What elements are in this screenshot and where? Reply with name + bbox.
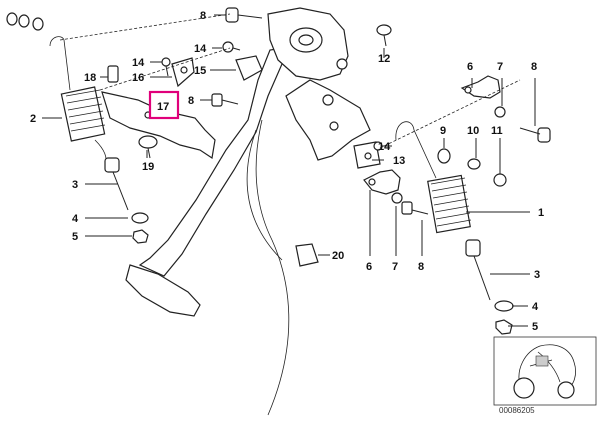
callout-18: 18 [84,72,96,84]
brake-pedal-arm [138,47,285,277]
block-15 [235,55,263,81]
bolt-12 [376,24,392,47]
callout-7-lower: 7 [392,261,398,273]
callout-6-top: 6 [467,61,473,73]
callout-3-left: 3 [72,179,78,191]
callout-13: 13 [393,155,405,167]
bolt-14-top [222,41,241,53]
washer-right [494,300,514,312]
callout-9: 9 [440,125,446,137]
callout-5-right: 5 [532,321,538,333]
pivot-assembly [267,7,371,161]
callout-19: 19 [142,161,154,173]
callout-5-left: 5 [72,231,78,243]
nut-11 [493,173,507,187]
callout-10: 10 [467,125,479,137]
bush-9 [437,148,451,164]
spring-right [427,174,472,234]
callout-8-lower: 8 [418,261,424,273]
callout-2: 2 [30,113,36,125]
clip-18 [107,65,119,83]
clip-20 [295,243,319,267]
washer-7-lower [391,192,403,204]
bolt-14-small [161,57,171,77]
spring-hook-right [395,121,437,179]
callout-17-highlight: 17 [148,90,180,120]
bolt-8-right [519,127,551,143]
washer-10 [467,158,481,170]
callout-12: 12 [378,53,390,65]
bolt-8-lower [401,201,429,215]
callout-16: 16 [132,72,144,84]
washer-7-top [494,106,506,118]
callout-20: 20 [332,250,344,262]
callout-15: 15 [194,65,206,77]
callout-14-small: 14 [132,57,145,69]
pedal-cable-2 [246,129,283,261]
washer-left [131,212,149,224]
callout-17: 17 [157,101,169,113]
bracket-13 [353,141,381,169]
callout-8-right: 8 [531,61,537,73]
callout-1: 1 [538,207,544,219]
callout-8-top: 8 [200,10,206,22]
spring-left [60,86,106,142]
pin-19 [138,135,158,159]
callout-14-top: 14 [194,43,207,55]
callout-8-center: 8 [188,95,194,107]
brake-pedal-foot [125,264,201,317]
diagram-ref-number: 00086205 [499,406,535,415]
scooter-inset [493,336,597,406]
callout-4-right: 4 [532,301,539,313]
left-washers [6,12,44,31]
adjust-bolt-left [104,157,129,211]
callout-4-left: 4 [72,213,79,225]
nut-left [132,229,149,244]
callout-3-right: 3 [534,269,540,281]
spring-hook-left [49,36,71,91]
bracket-6-lower [363,169,401,195]
pedal-cable [255,119,290,416]
adjust-bolt-right [465,239,491,301]
callout-7-top: 7 [497,61,503,73]
callout-11: 11 [491,125,503,137]
bracket-6-top [460,75,501,99]
callout-14-right: 14 [378,141,391,153]
bolt-8-top [225,7,263,23]
bolt-8-center [211,93,239,107]
nut-right [495,319,513,335]
callout-6-lower: 6 [366,261,372,273]
